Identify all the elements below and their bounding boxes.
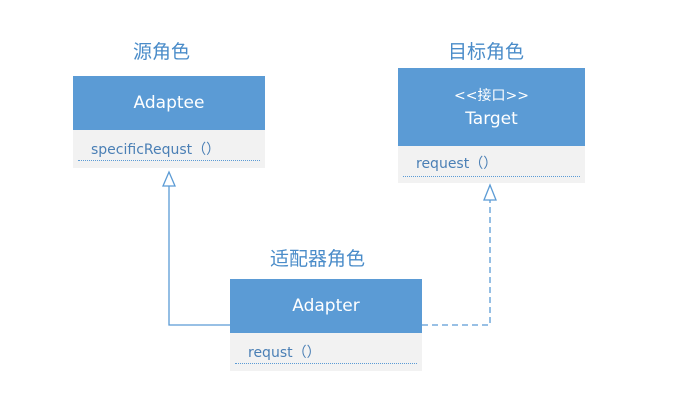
inheritance-arrowhead	[162, 170, 176, 187]
target-stereotype: <<接口>>	[454, 88, 529, 104]
adaptee-class-body: specificRequst（）	[73, 130, 265, 168]
adapter-class-body: requst（）	[230, 333, 422, 371]
adaptee-class-name: Adaptee	[133, 93, 205, 113]
realization-line	[422, 200, 491, 326]
target-class-header: <<接口>> Target	[398, 68, 585, 146]
adapter-class-header: Adapter	[230, 279, 422, 333]
target-role-label: 目标角色	[448, 41, 525, 63]
adaptee-divider	[78, 160, 260, 161]
adaptee-class-header: Adaptee	[73, 76, 265, 130]
target-method: request（）	[416, 156, 498, 172]
adaptee-method: specificRequst（）	[91, 142, 221, 158]
target-class-name: Target	[465, 109, 518, 129]
source-role-label: 源角色	[133, 41, 191, 63]
adapter-class-box: Adapter requst（）	[230, 279, 422, 371]
adapter-divider	[235, 363, 417, 364]
realization-arrowhead	[483, 183, 497, 201]
target-divider	[403, 176, 580, 177]
adapter-method: requst（）	[248, 345, 321, 361]
adapter-class-name: Adapter	[292, 296, 360, 316]
adapter-role-label: 适配器角色	[270, 248, 366, 270]
adaptee-class-box: Adaptee specificRequst（）	[73, 76, 265, 168]
target-class-body: request（）	[398, 146, 585, 183]
target-class-box: <<接口>> Target request（）	[398, 68, 585, 183]
inheritance-line	[168, 186, 230, 326]
